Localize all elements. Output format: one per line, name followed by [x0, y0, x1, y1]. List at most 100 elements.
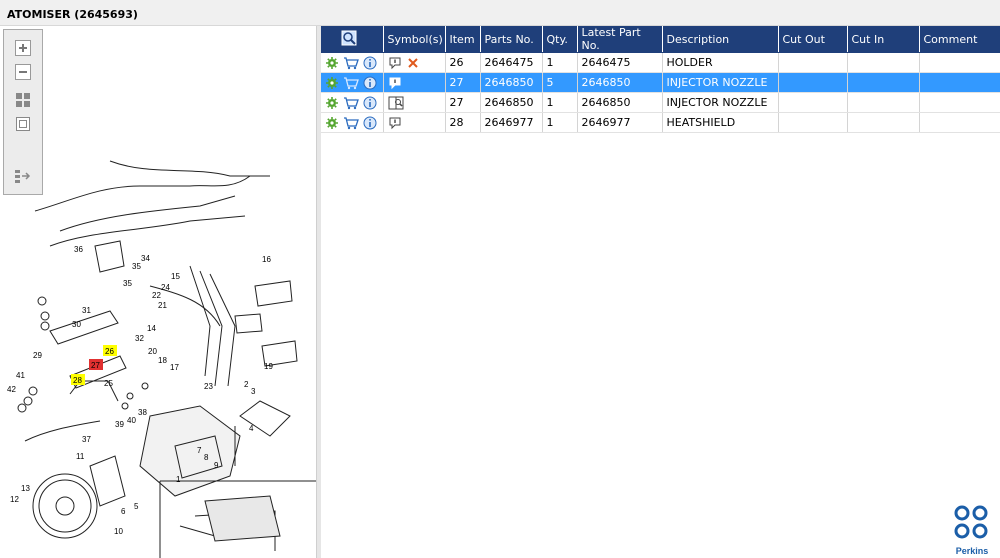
header-cut-out[interactable]: Cut Out: [778, 26, 848, 53]
pane-splitter[interactable]: [317, 26, 321, 558]
callout-24[interactable]: 24: [161, 283, 170, 292]
callout-31[interactable]: 31: [82, 306, 91, 315]
cart-icon[interactable]: [343, 116, 359, 130]
callout-26-highlight[interactable]: [103, 345, 117, 356]
callout-20[interactable]: 20: [148, 347, 157, 356]
gear-icon[interactable]: [325, 96, 339, 110]
callout-35[interactable]: 35: [132, 262, 141, 271]
header-qty[interactable]: Qty.: [542, 26, 578, 53]
note-icon[interactable]: [388, 116, 402, 130]
gear-icon[interactable]: [325, 116, 339, 130]
row-actions: [321, 112, 384, 133]
callout-16[interactable]: 16: [262, 255, 271, 264]
exploded-parts-diagram[interactable]: 36 34 35 15 16 35 24 22 21 31 14 30 32 2…: [0, 26, 317, 558]
toggle-list-button[interactable]: [13, 166, 33, 186]
callout-21[interactable]: 21: [158, 301, 167, 310]
callout-25[interactable]: 25: [104, 379, 113, 388]
cell-comment: [919, 92, 1000, 113]
callout-32[interactable]: 32: [135, 334, 144, 343]
cell-latest-part-no: 2646850: [577, 92, 663, 113]
header-latest-part-no[interactable]: Latest Part No.: [577, 26, 663, 53]
actual-size-icon: [16, 117, 30, 131]
callout-41[interactable]: 41: [16, 371, 25, 380]
callout-27[interactable]: 27: [91, 361, 100, 370]
callout-40[interactable]: 40: [127, 416, 136, 425]
callout-13[interactable]: 13: [21, 484, 30, 493]
zoom-out-button[interactable]: [13, 62, 33, 82]
header-parts-no[interactable]: Parts No.: [480, 26, 543, 53]
callout-15[interactable]: 15: [171, 272, 180, 281]
parts-table: Symbol(s) Item Parts No. Qty. Latest Par…: [321, 26, 1000, 133]
cell-item: 28: [445, 112, 481, 133]
cell-description: INJECTOR NOZZLE: [662, 92, 779, 113]
cell-parts-no: 2646850: [480, 72, 543, 93]
callout-5[interactable]: 5: [134, 502, 139, 511]
cart-icon[interactable]: [343, 96, 359, 110]
callout-18[interactable]: 18: [158, 356, 167, 365]
callout-39[interactable]: 39: [115, 420, 124, 429]
callout-3[interactable]: 3: [251, 387, 256, 396]
note-icon[interactable]: [388, 76, 402, 90]
row-actions: [321, 72, 384, 93]
callout-8[interactable]: 8: [204, 453, 209, 462]
close-icon[interactable]: [406, 56, 420, 70]
callout-11[interactable]: 11: [76, 452, 85, 461]
callout-28-highlight[interactable]: [71, 374, 85, 385]
header-comment[interactable]: Comment: [919, 26, 1000, 53]
callout-10[interactable]: 10: [114, 527, 123, 536]
callout-7[interactable]: 7: [197, 446, 202, 455]
callout-35b[interactable]: 35: [123, 279, 132, 288]
fit-view-button[interactable]: [13, 90, 33, 110]
callout-2[interactable]: 2: [244, 380, 249, 389]
row-symbols: [383, 72, 446, 93]
callout-36[interactable]: 36: [74, 245, 83, 254]
callout-37[interactable]: 37: [82, 435, 91, 444]
cell-description: INJECTOR NOZZLE: [662, 72, 779, 93]
header-actions[interactable]: [321, 26, 384, 53]
callout-14[interactable]: 14: [147, 324, 156, 333]
callout-28[interactable]: 28: [73, 376, 82, 385]
callout-1[interactable]: 1: [176, 475, 181, 484]
callout-29[interactable]: 29: [33, 351, 42, 360]
callout-27-selected[interactable]: [89, 359, 103, 370]
callout-22[interactable]: 22: [152, 291, 161, 300]
header-symbols[interactable]: Symbol(s): [383, 26, 446, 53]
cart-icon[interactable]: [343, 56, 359, 70]
cell-item: 27: [445, 92, 481, 113]
header-description[interactable]: Description: [662, 26, 779, 53]
callout-9[interactable]: 9: [214, 461, 219, 470]
actual-size-button[interactable]: [13, 114, 33, 134]
cell-cut-out: [778, 72, 848, 93]
book-icon[interactable]: [388, 96, 404, 110]
callout-23[interactable]: 23: [204, 382, 213, 391]
diagram-pane[interactable]: 36 34 35 15 16 35 24 22 21 31 14 30 32 2…: [0, 26, 317, 558]
gear-icon[interactable]: [325, 56, 339, 70]
callout-34[interactable]: 34: [141, 254, 150, 263]
info-icon[interactable]: [363, 76, 377, 90]
search-parts-icon: [341, 30, 357, 45]
callout-17[interactable]: 17: [170, 363, 179, 372]
callout-19[interactable]: 19: [264, 362, 273, 371]
header-item[interactable]: Item: [445, 26, 481, 53]
callout-30[interactable]: 30: [72, 320, 81, 329]
note-icon[interactable]: [388, 56, 402, 70]
gear-icon[interactable]: [325, 76, 339, 90]
callout-4[interactable]: 4: [249, 424, 254, 433]
cell-qty: 5: [542, 72, 578, 93]
callout-26[interactable]: 26: [105, 347, 114, 356]
info-icon[interactable]: [363, 96, 377, 110]
cart-icon[interactable]: [343, 76, 359, 90]
header-cut-in[interactable]: Cut In: [847, 26, 920, 53]
callout-38[interactable]: 38: [138, 408, 147, 417]
cell-cut-out: [778, 112, 848, 133]
callout-6[interactable]: 6: [121, 507, 126, 516]
info-icon[interactable]: [363, 56, 377, 70]
callout-42[interactable]: 42: [7, 385, 16, 394]
info-icon[interactable]: [363, 116, 377, 130]
callout-12[interactable]: 12: [10, 495, 19, 504]
zoom-in-button[interactable]: [13, 38, 33, 58]
